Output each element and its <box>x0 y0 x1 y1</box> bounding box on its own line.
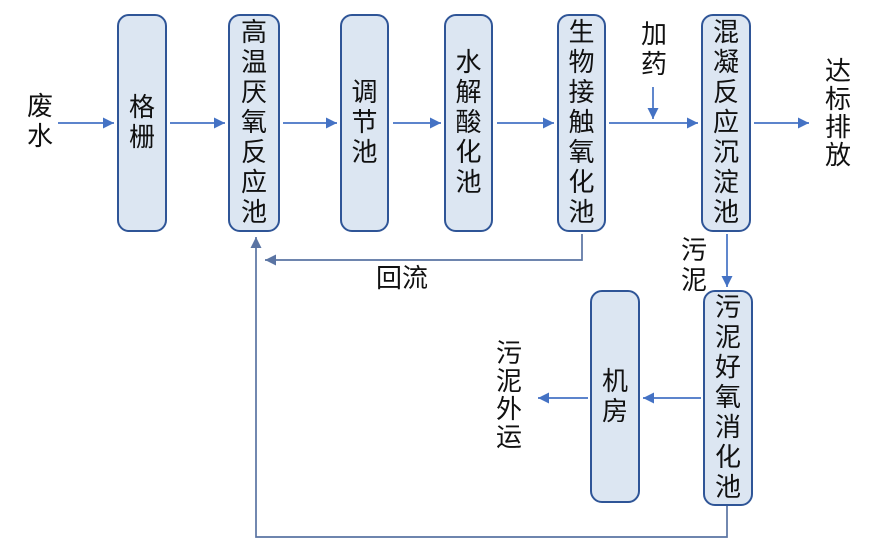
node-machine-room: 机房 <box>590 290 640 503</box>
reflux-line <box>265 234 583 266</box>
node-bio-contact-tank: 生物接触氧化池 <box>557 14 606 232</box>
node-grid: 格栅 <box>117 14 167 232</box>
label-discharge: 达标排放 <box>824 57 851 171</box>
node-coagulation-tank-label: 混凝反应沉淀池 <box>712 18 739 228</box>
node-regulating-tank-label: 调节池 <box>351 78 378 168</box>
node-anaerobic-tank: 高温厌氧反应池 <box>228 14 280 232</box>
node-hydrolysis-tank-label: 水解酸化池 <box>455 48 482 198</box>
label-influent: 废水 <box>26 92 53 152</box>
node-coagulation-tank: 混凝反应沉淀池 <box>701 14 751 232</box>
label-reflux: 回流 <box>376 264 429 294</box>
node-machine-room-label: 机房 <box>601 366 628 427</box>
node-anaerobic-tank-label: 高温厌氧反应池 <box>240 18 267 228</box>
label-dosing: 加药 <box>640 20 667 80</box>
node-bio-contact-tank-label: 生物接触氧化池 <box>568 18 595 228</box>
label-sludge: 污泥 <box>680 236 707 296</box>
node-sludge-digestion-tank-label: 污泥好氧消化池 <box>714 293 741 503</box>
node-regulating-tank: 调节池 <box>340 14 389 232</box>
node-sludge-digestion-tank: 污泥好氧消化池 <box>703 290 753 506</box>
node-hydrolysis-tank: 水解酸化池 <box>444 14 493 232</box>
node-grid-label: 格栅 <box>128 93 155 153</box>
label-sludge-out: 污泥外运 <box>495 339 522 453</box>
